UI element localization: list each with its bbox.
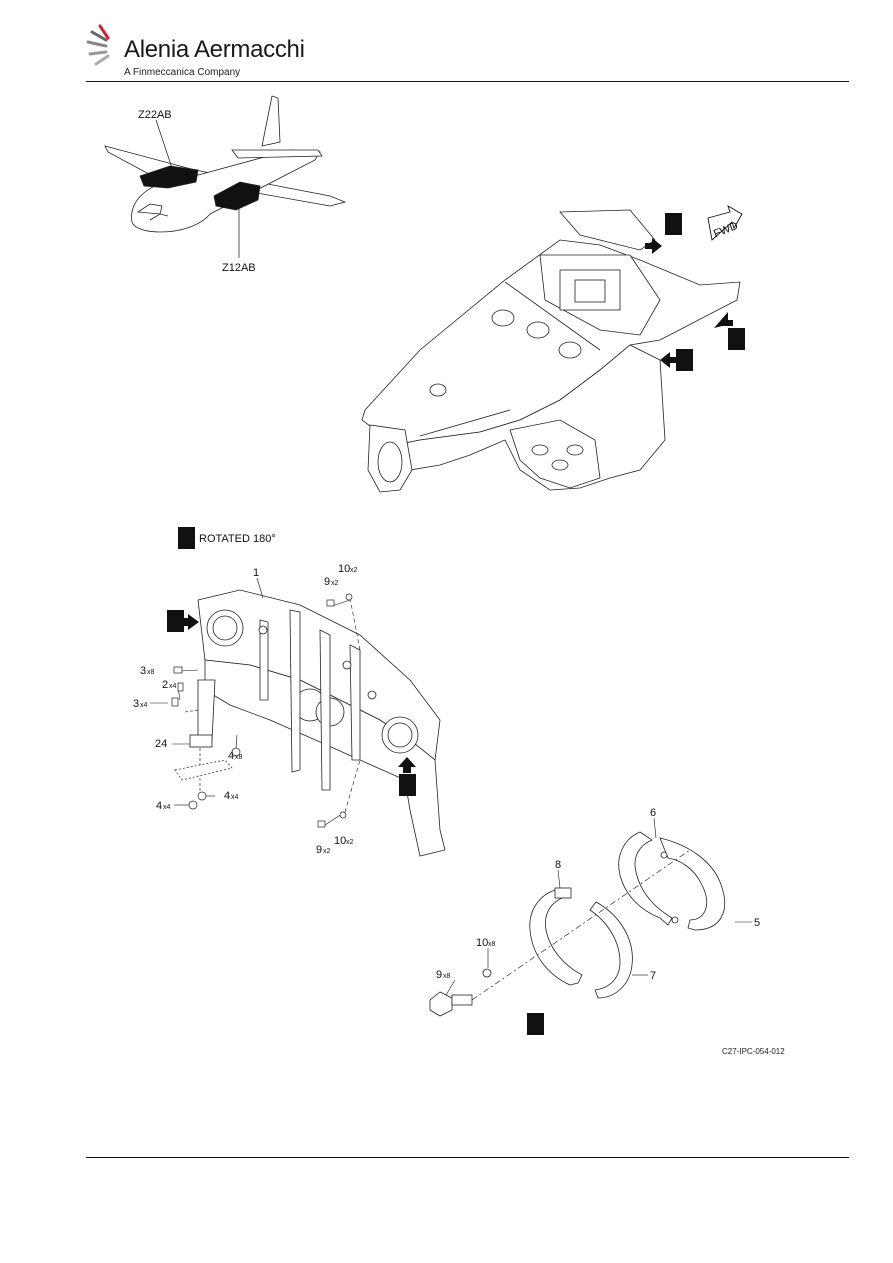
- view-d-leaders: [445, 817, 752, 996]
- svg-text:7: 7: [650, 970, 656, 982]
- view-d-flag: D: [527, 1013, 544, 1035]
- view-d-centerline: [471, 849, 691, 1001]
- frame-assembly: [189, 589, 446, 857]
- view-a-hardware: [171, 593, 353, 828]
- engine-nacelle-upper: [139, 165, 199, 189]
- svg-text:1: 1: [253, 567, 259, 579]
- arrow-a-icon: [645, 238, 662, 254]
- view-a-d-flag-left: D: [167, 610, 199, 632]
- svg-text:2: 2: [162, 679, 168, 691]
- svg-text:x4: x4: [163, 804, 171, 811]
- svg-text:x8: x8: [443, 973, 451, 980]
- aircraft-locator: [104, 95, 347, 233]
- svg-text:C: C: [731, 332, 742, 349]
- svg-text:D: D: [530, 1017, 541, 1034]
- svg-text:10: 10: [476, 937, 488, 949]
- zone-lower-label: Z12AB: [222, 262, 256, 274]
- arrow-b-icon: [660, 352, 676, 368]
- svg-text:x4: x4: [231, 794, 239, 801]
- svg-text:x2: x2: [346, 839, 354, 846]
- svg-text:A: A: [181, 531, 192, 548]
- zone-upper-leader: [155, 119, 173, 169]
- svg-text:9: 9: [324, 576, 330, 588]
- logo-swoosh-icon: [86, 24, 110, 66]
- svg-text:24: 24: [155, 738, 167, 750]
- svg-text:x4: x4: [140, 702, 148, 709]
- fwd-arrow-icon: FWD: [707, 205, 743, 241]
- view-flag-b-overview: B: [676, 349, 693, 371]
- view-a-callouts: 1 10 x2 9 x2 3 x8 2 x4 3 x4 24 4 x8 4 x4…: [133, 563, 358, 856]
- svg-text:8: 8: [555, 859, 561, 871]
- zone-upper-label: Z22AB: [138, 109, 172, 121]
- svg-text:x2: x2: [350, 567, 358, 574]
- svg-text:x8: x8: [235, 754, 243, 761]
- svg-text:B: B: [679, 353, 690, 370]
- svg-text:10: 10: [334, 835, 346, 847]
- svg-text:9: 9: [316, 844, 322, 856]
- view-flag-a-overview: A: [665, 213, 682, 235]
- view-a-caption: A ROTATED 180°: [178, 527, 276, 549]
- svg-text:x2: x2: [323, 848, 331, 855]
- view-d-callouts: 6 8 5 7 10 x8 9 x8: [436, 807, 760, 982]
- arrow-d-left-icon: [184, 614, 199, 630]
- view-flag-c-overview: C: [728, 328, 745, 350]
- svg-text:4: 4: [228, 750, 234, 762]
- svg-text:ROTATED 180°: ROTATED 180°: [199, 533, 276, 545]
- view-a-d-flag-right: D: [398, 757, 416, 796]
- svg-text:D: D: [170, 614, 181, 631]
- svg-text:5: 5: [754, 917, 760, 929]
- arrow-d-right-icon: [398, 757, 416, 773]
- svg-text:A: A: [668, 217, 679, 234]
- svg-text:3: 3: [140, 665, 146, 677]
- view-d-parts: [429, 831, 725, 1017]
- svg-text:10: 10: [338, 563, 350, 575]
- svg-text:4: 4: [156, 800, 162, 812]
- svg-text:3: 3: [133, 698, 139, 710]
- svg-text:x8: x8: [488, 941, 496, 948]
- header-rule: [86, 81, 849, 82]
- company-logo: Alenia Aermacchi A Finmeccanica Company: [86, 22, 326, 82]
- brand-name: Alenia Aermacchi: [124, 36, 305, 63]
- svg-text:6: 6: [650, 807, 656, 819]
- svg-text:x8: x8: [147, 669, 155, 676]
- svg-text:4: 4: [224, 790, 230, 802]
- svg-text:D: D: [402, 778, 413, 795]
- figure-id: C27-IPC-054-012: [722, 1047, 785, 1056]
- svg-text:x2: x2: [331, 580, 339, 587]
- arrow-c-icon: [714, 312, 733, 328]
- svg-text:x4: x4: [169, 683, 177, 690]
- nacelle-structure: [361, 209, 741, 493]
- brand-subtitle: A Finmeccanica Company: [124, 67, 241, 78]
- engine-nacelle-lower: [213, 181, 261, 211]
- footer-rule: [86, 1157, 849, 1158]
- svg-text:9: 9: [436, 969, 442, 981]
